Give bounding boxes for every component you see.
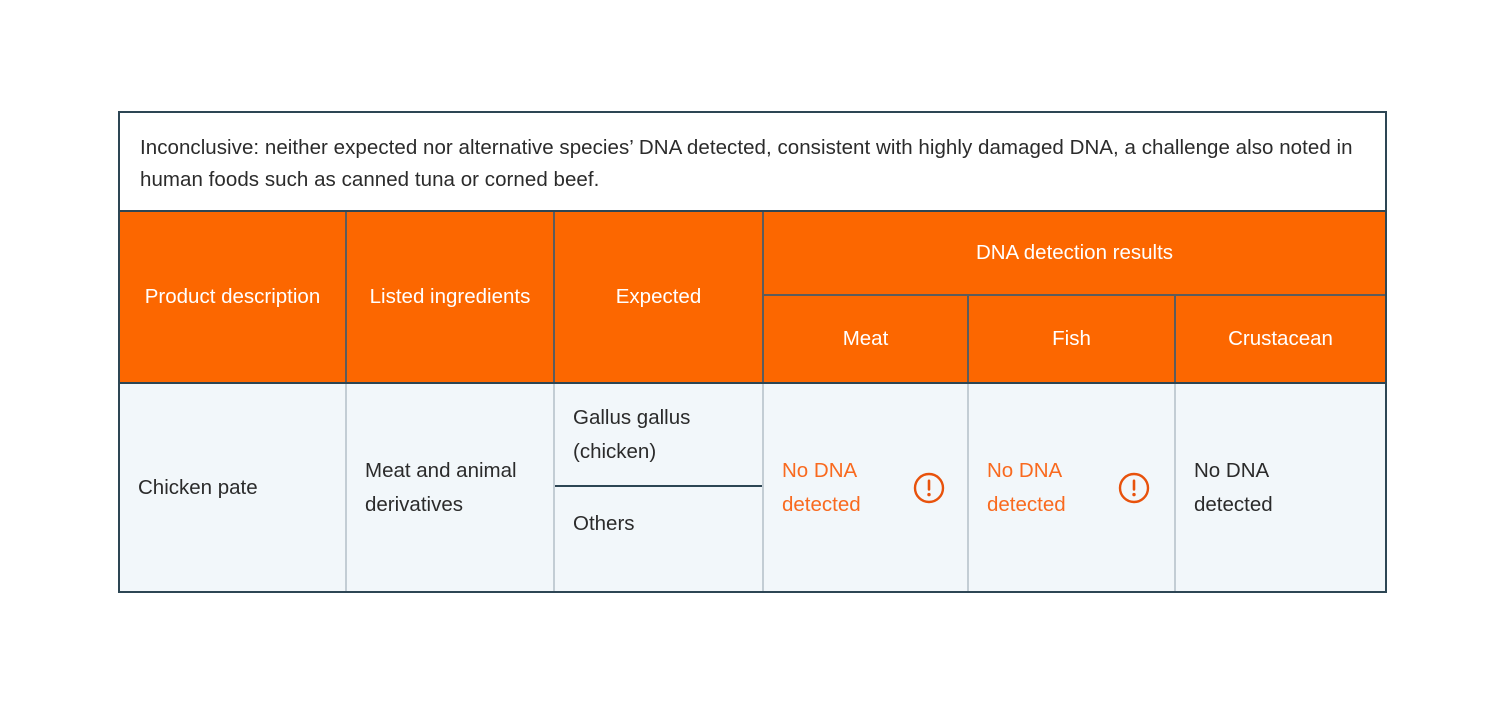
table-note-text: Inconclusive: neither expected nor alter…	[140, 136, 1353, 191]
result-text-meat: No DNA detected	[782, 458, 861, 516]
result-text-fish: No DNA detected	[987, 458, 1066, 516]
table-row: Chicken pate Meat and animal derivatives…	[120, 384, 1385, 591]
cell-result-crustacean: No DNA detected	[1176, 384, 1385, 591]
cell-listed-ingredients: Meat and animal derivatives	[347, 384, 555, 591]
column-header-product-description: Product description	[120, 212, 347, 382]
column-header-expected: Expected	[555, 212, 764, 382]
column-header-crustacean: Crustacean	[1228, 327, 1333, 350]
cell-expected-group: Gallus gallus (chicken) Others	[555, 384, 764, 591]
column-header-listed-ingredients: Listed ingredients	[347, 212, 555, 382]
dna-results-table: Inconclusive: neither expected nor alter…	[118, 111, 1387, 593]
cell-result-fish: No DNA detected	[969, 384, 1176, 591]
dna-subheader-row: Meat Fish Crustacean	[764, 296, 1385, 382]
table-note-row: Inconclusive: neither expected nor alter…	[120, 113, 1385, 212]
cell-product-description: Chicken pate	[120, 384, 347, 591]
cell-expected-secondary: Others	[573, 511, 635, 535]
column-header-meat: Meat	[764, 296, 969, 382]
table-header-band: Product description Listed ingredients E…	[120, 212, 1385, 384]
alert-circle-icon	[913, 472, 945, 503]
cell-expected-primary: Gallus gallus (chicken)	[555, 384, 762, 487]
result-text-crustacean: No DNA detected	[1194, 458, 1273, 516]
column-header-dna-detection-results: DNA detection results	[764, 212, 1385, 296]
alert-circle-icon	[1118, 472, 1150, 503]
cell-result-meat: No DNA detected	[764, 384, 969, 591]
column-header-fish: Fish	[969, 296, 1176, 382]
column-group-dna-detection-results: DNA detection results Meat Fish Crustace…	[764, 212, 1385, 382]
